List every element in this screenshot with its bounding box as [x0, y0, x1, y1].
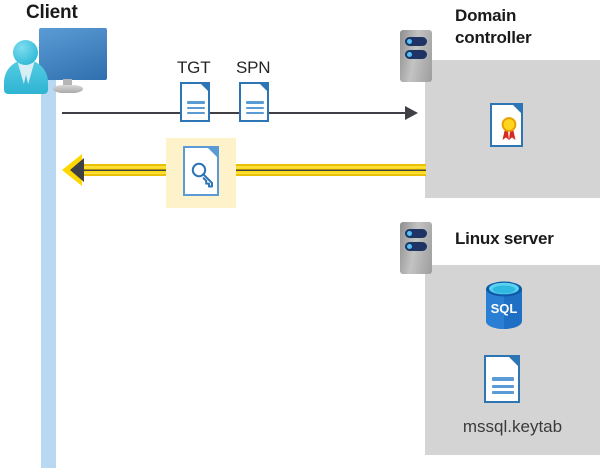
linux-server-label: Linux server: [455, 229, 554, 248]
monitor-neck-icon: [63, 79, 72, 89]
doc-text-line: [246, 101, 264, 104]
svg-text:SQL: SQL: [491, 301, 518, 316]
domain-controller-server-icon: [400, 30, 432, 82]
doc-text-line: [187, 101, 205, 104]
doc-text-line: [246, 107, 264, 109]
domain-controller-label-line2: controller: [455, 28, 532, 47]
doc-fold-corner: [258, 82, 269, 93]
doc-text-line: [246, 112, 264, 114]
client-lifeline: [41, 72, 56, 468]
monitor-base-icon: [53, 85, 83, 93]
doc-text-line: [492, 385, 514, 388]
certificate-document-icon: [490, 103, 523, 147]
sql-database-icon: SQL: [486, 281, 522, 329]
request-arrow-line: [62, 112, 407, 114]
domain-controller-label-line1: Domain: [455, 6, 517, 25]
certificate-medal-icon: [501, 117, 517, 140]
doc-text-line: [492, 377, 514, 381]
doc-text-line: [187, 107, 205, 109]
tgt-document-icon: [180, 82, 210, 122]
doc-text-line: [492, 391, 514, 394]
key-glyph-icon: [191, 162, 213, 188]
doc-fold-corner: [511, 103, 523, 115]
server-led-icon: [405, 229, 427, 238]
person-head-icon: [13, 40, 38, 65]
request-arrow-head: [405, 106, 418, 120]
doc-fold-corner: [199, 82, 210, 93]
doc-text-line: [187, 112, 205, 114]
keytab-document-icon: [484, 355, 520, 403]
spn-document-icon: [239, 82, 269, 122]
client-label: Client: [26, 2, 78, 23]
monitor-screen-icon: [39, 28, 107, 80]
spn-label: SPN: [236, 58, 271, 77]
server-led-icon: [405, 50, 427, 59]
tgt-label: TGT: [177, 58, 211, 77]
linux-server-icon: [400, 222, 432, 274]
keytab-filename-label: mssql.keytab: [462, 417, 563, 436]
doc-fold-corner: [507, 355, 520, 368]
domain-controller-label: Domain controller: [455, 5, 575, 49]
response-arrow-head: [70, 158, 84, 182]
server-led-icon: [405, 37, 427, 46]
key-document-icon: [183, 146, 219, 196]
response-arrow-line: [74, 164, 426, 176]
doc-fold-corner: [206, 146, 219, 159]
server-led-icon: [405, 242, 427, 251]
